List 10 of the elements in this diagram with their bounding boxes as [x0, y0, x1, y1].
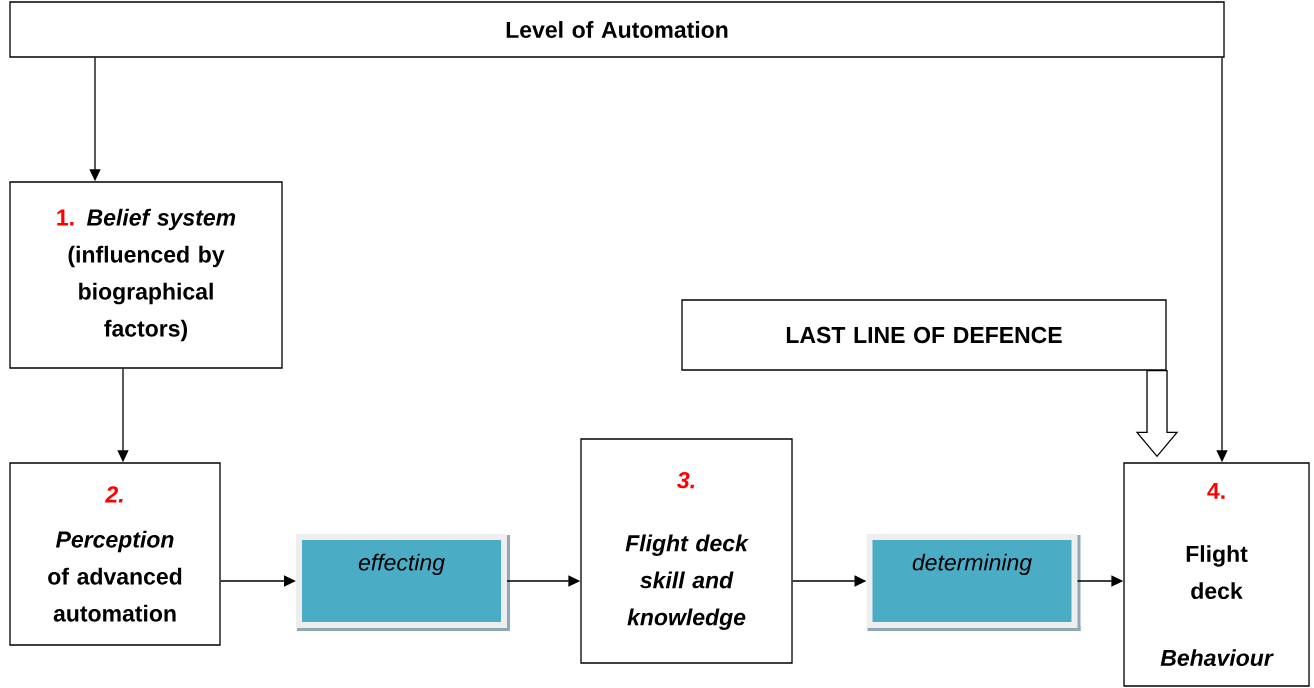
process-box: 4. Flight deck Behaviour [1123, 462, 1310, 687]
label-box: effecting [296, 534, 510, 631]
process-box: LAST LINE OF DEFENCE [681, 299, 1167, 371]
process-box: 3. Flight deck skill and knowledge [580, 438, 793, 664]
arrow [220, 575, 296, 587]
block-arrow [1135, 370, 1179, 458]
process-box: 2. Perception of advanced automation [9, 462, 221, 646]
process-box: 1. Belief system (influenced by biographical factors) [9, 181, 283, 369]
process-box: Level of Automation [9, 1, 1225, 58]
label-box: determining [866, 534, 1081, 631]
